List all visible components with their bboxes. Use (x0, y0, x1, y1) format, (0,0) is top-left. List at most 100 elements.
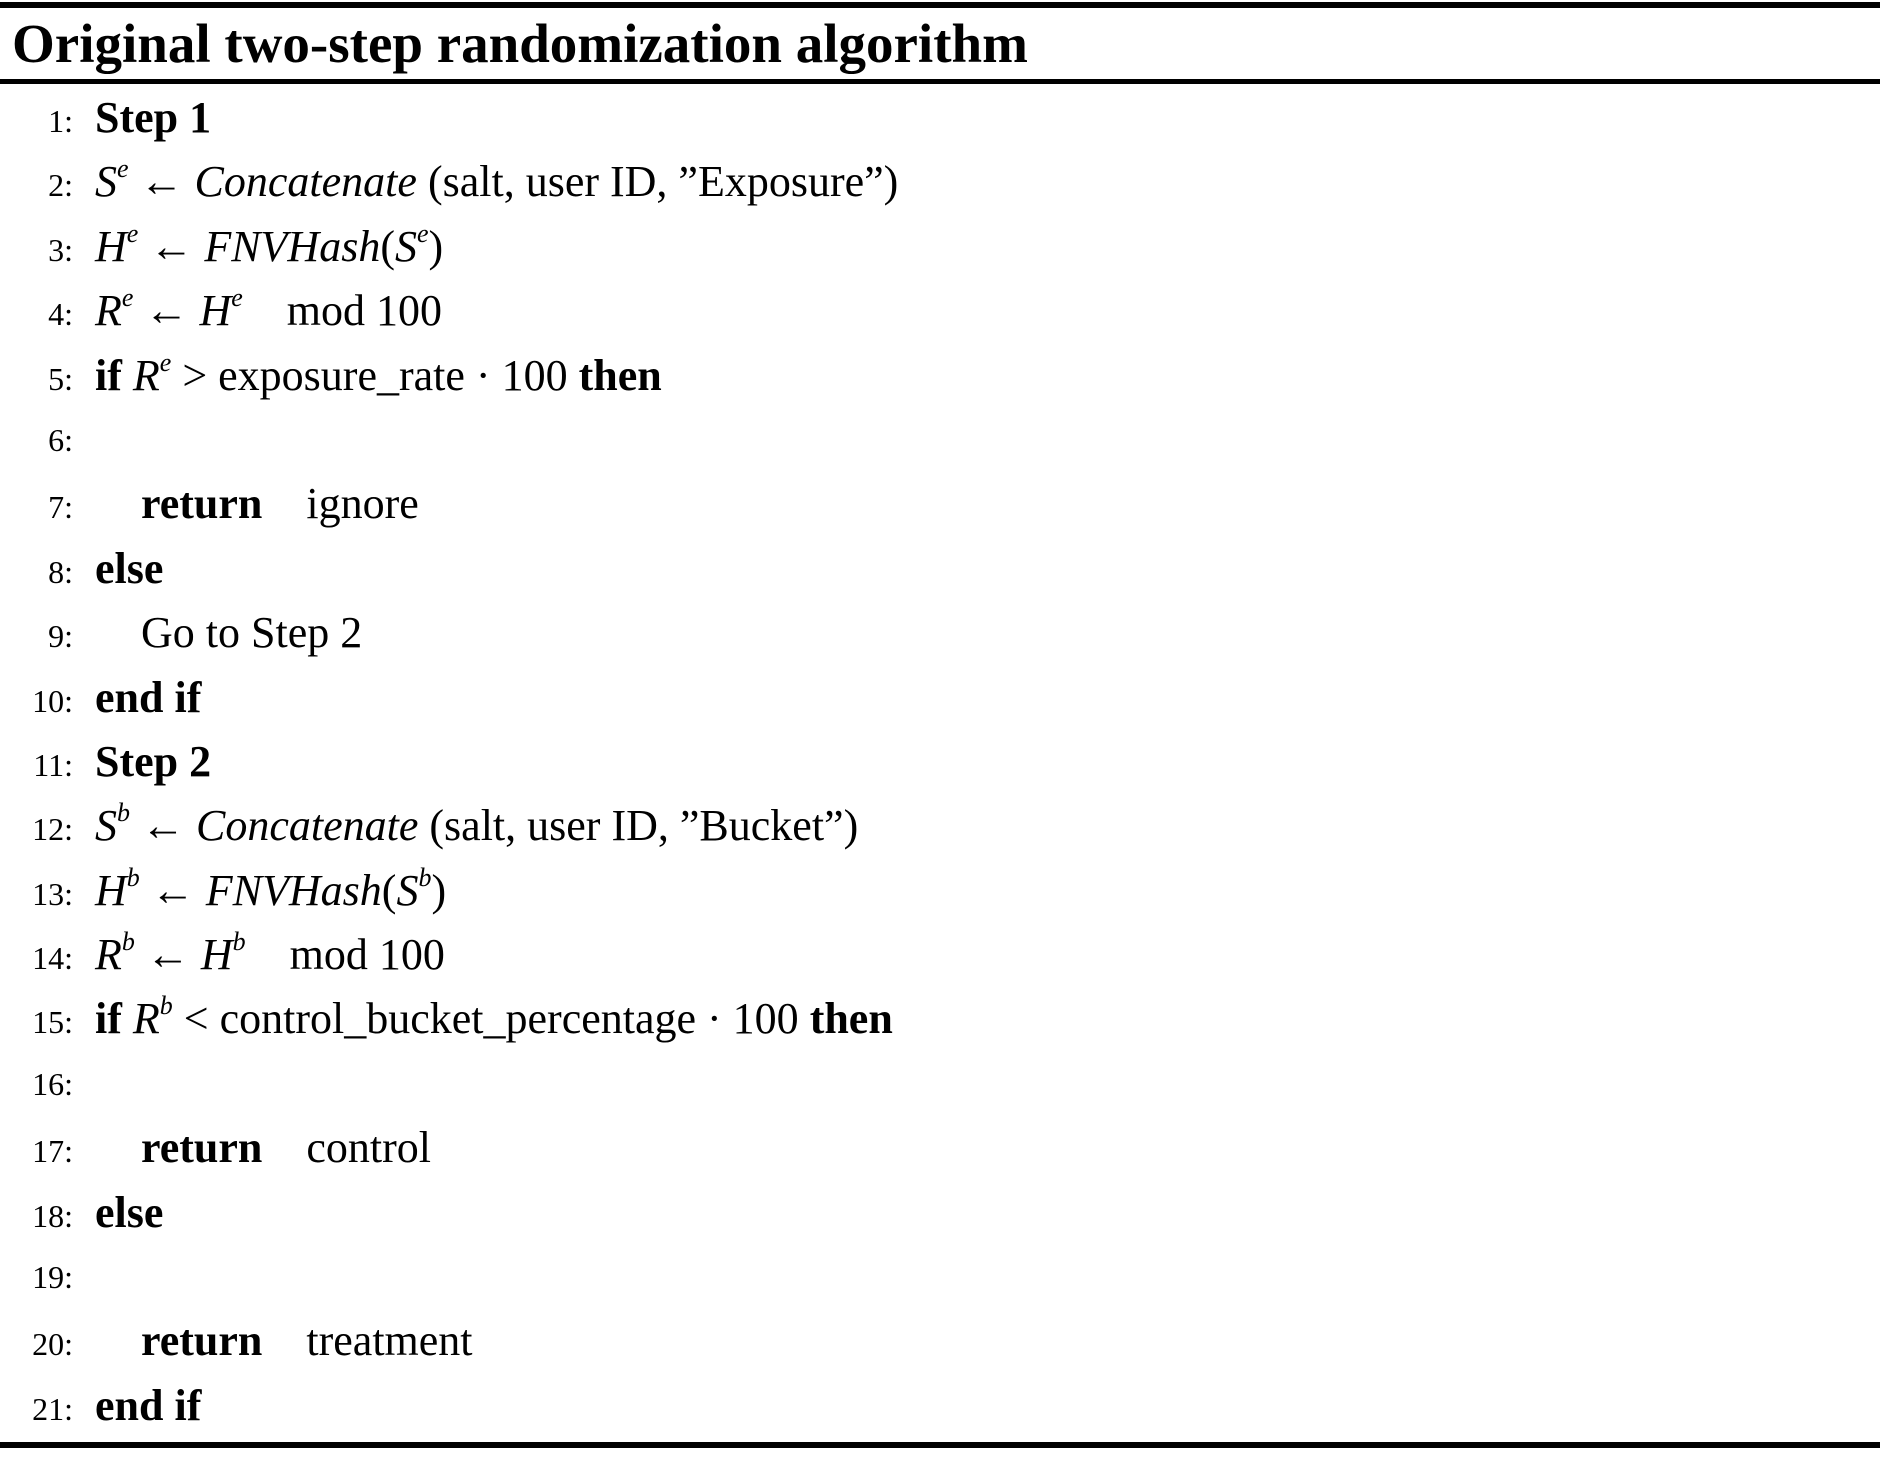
algorithm-line: 8:else (0, 537, 1880, 601)
algorithm-line: 21: end if (0, 1374, 1880, 1438)
text-segment (122, 994, 133, 1043)
line-content: if Rb < control_bucket_percentage · 100 … (95, 987, 893, 1051)
line-content: Hb ← FNVHash(Sb) (95, 859, 446, 923)
superscript: b (418, 862, 432, 892)
math-variable: S (396, 865, 419, 915)
algorithm-line: 18:else (0, 1181, 1880, 1245)
math-variable: S (394, 221, 417, 271)
keyword-segment: else (95, 1187, 164, 1237)
bottom-rule (0, 1442, 1880, 1449)
superscript: b (232, 927, 246, 957)
text-segment: ← (134, 930, 201, 980)
keyword-segment: if (95, 994, 122, 1044)
math-variable: R (95, 286, 122, 336)
superscript: b (117, 798, 130, 828)
superscript: b (121, 927, 135, 957)
text-segment: ← (139, 865, 206, 915)
math-variable: FNVHash (204, 221, 381, 271)
text-segment: Go to Step 2 (141, 608, 363, 658)
text-segment: ) (431, 865, 447, 915)
algorithm-line: 1:Step 1 (0, 86, 1880, 150)
line-content: Step 1 (95, 86, 211, 150)
line-number: 16: (32, 1065, 73, 1102)
algorithm-line: 19: (0, 1245, 1880, 1309)
text-segment: control (262, 1123, 432, 1173)
keyword-segment: then (809, 994, 893, 1044)
algorithm-line: 7:return ignore (0, 472, 1880, 536)
algorithm-line: 13:Hb ← FNVHash(Sb) (0, 859, 1880, 923)
keyword-segment: if (95, 350, 122, 400)
keyword-segment: return (141, 1316, 263, 1366)
line-number: 2: (48, 167, 73, 204)
algorithm-line: 4:Re ← He mod 100 (0, 279, 1880, 343)
line-number: 15: (32, 1004, 73, 1041)
text-segment: (salt, user ID, ”Bucket”) (418, 801, 859, 851)
keyword-segment: end if (95, 672, 202, 722)
keyword-segment: end if (95, 1380, 202, 1430)
text-segment: > exposure_rate · 100 (171, 350, 579, 400)
math-variable: Concatenate (194, 157, 417, 207)
line-content: Go to Step 2 (141, 601, 362, 665)
math-variable: H (95, 221, 127, 271)
line-number: 7: (48, 489, 73, 526)
keyword-segment: Step 1 (95, 93, 212, 142)
top-rule (0, 2, 1880, 8)
keyword-segment: then (578, 350, 662, 400)
line-content: return treatment (141, 1309, 473, 1373)
line-number: 21: (32, 1390, 73, 1427)
algorithm-title: Original two-step randomization algorith… (12, 13, 1028, 74)
text-segment: ← (138, 221, 205, 271)
algorithm-line: 20: return treatment (0, 1309, 1880, 1373)
superscript: e (126, 218, 139, 248)
math-variable: H (200, 930, 233, 980)
math-variable: H (95, 865, 127, 915)
line-content: Sb ← Concatenate (salt, user ID, ”Bucket… (95, 794, 858, 858)
line-content: end if (95, 1374, 201, 1438)
keyword-segment: Step 2 (95, 736, 212, 786)
line-content: else (95, 1181, 163, 1245)
text-segment: (salt, user ID, ”Exposure”) (416, 157, 899, 207)
line-content: He ← FNVHash(Se) (95, 215, 443, 279)
algorithm-line: 5:if Re > exposure_rate · 100 then (0, 344, 1880, 408)
line-number: 17: (32, 1133, 73, 1170)
line-content: if Re > exposure_rate · 100 then (95, 344, 662, 408)
line-number: 14: (32, 940, 73, 977)
math-variable: H (199, 286, 232, 336)
line-number: 11: (33, 746, 73, 783)
text-segment (122, 351, 133, 400)
algorithm-line: 6: (0, 408, 1880, 472)
math-variable: S (95, 801, 117, 851)
line-number: 12: (32, 811, 73, 848)
algorithm-line: 11: Step 2 (0, 730, 1880, 794)
superscript: e (121, 283, 134, 313)
algorithm-line: 16: (0, 1052, 1880, 1116)
text-segment: ignore (262, 479, 419, 529)
line-number: 10: (32, 682, 73, 719)
line-content: end if (95, 666, 201, 730)
line-content: return control (141, 1116, 431, 1180)
superscript: b (126, 862, 140, 892)
line-number: 9: (48, 618, 73, 655)
algorithm-line: 3: He ← FNVHash(Se) (0, 215, 1880, 279)
text-segment: treatment (262, 1316, 473, 1366)
superscript: e (416, 218, 429, 248)
algorithm-line: 17: return control (0, 1116, 1880, 1180)
superscript: b (159, 991, 173, 1021)
keyword-segment: else (95, 543, 164, 593)
line-content: Re ← He mod 100 (95, 279, 442, 343)
line-number: 3: (48, 231, 73, 268)
text-segment: ← (133, 286, 200, 336)
math-variable: R (95, 930, 122, 980)
line-number: 20: (32, 1326, 73, 1363)
text-segment: ) (428, 221, 444, 271)
superscript: e (231, 283, 243, 313)
text-segment: ( (381, 865, 397, 915)
text-segment: mod 100 (242, 286, 442, 336)
math-variable: FNVHash (205, 865, 382, 915)
algorithm-line: 12: Sb ← Concatenate (salt, user ID, ”Buc… (0, 794, 1880, 858)
header-separator-rule (0, 79, 1880, 84)
keyword-segment: return (141, 1123, 263, 1173)
line-number: 19: (32, 1259, 73, 1296)
math-variable: R (132, 994, 160, 1044)
